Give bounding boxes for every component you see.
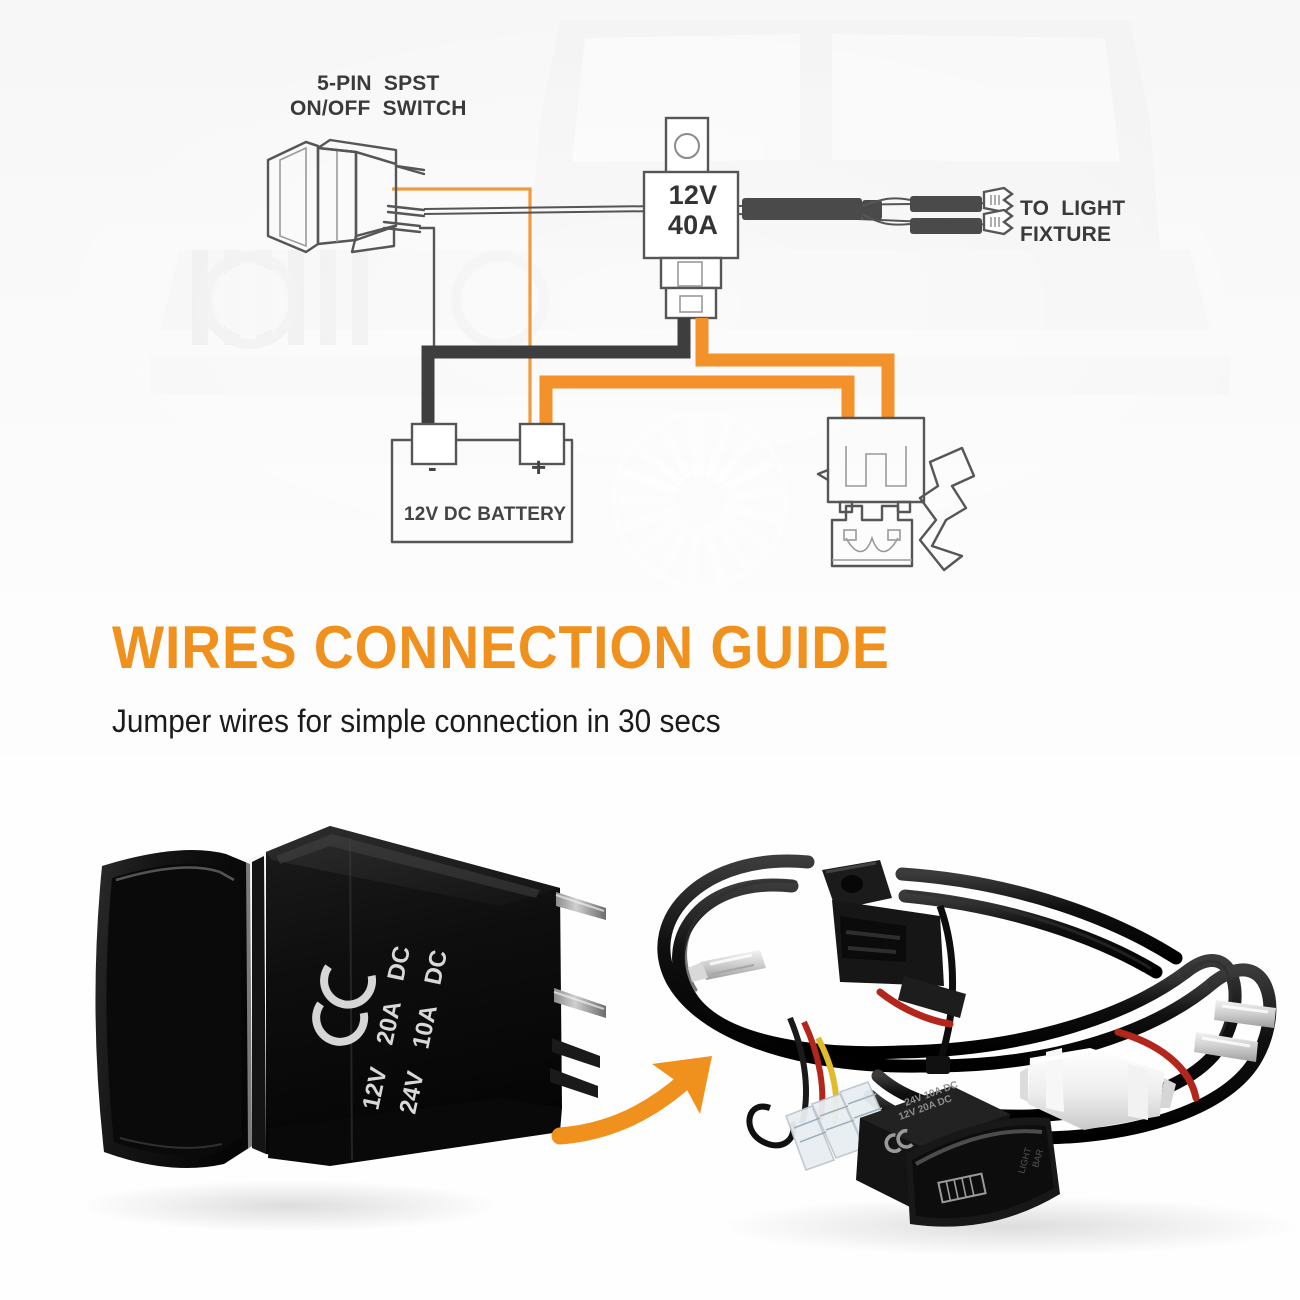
switch-to-relay-wire-pair: [423, 205, 661, 215]
fuse-holder-illustration: [816, 416, 976, 572]
relay-illustration: [642, 116, 740, 320]
relay-ground-bus-wire: [421, 318, 691, 440]
product-photos-svg: 12V 20A DC 24V 10A DC: [0, 756, 1300, 1300]
switch-terminal-pins: [550, 892, 606, 1098]
relay-to-light-output-cable: [737, 186, 1014, 236]
page-title: WIRES CONNECTION GUIDE: [112, 614, 890, 681]
harness-ce-mark: [884, 1128, 914, 1153]
headline-block: WIRES CONNECTION GUIDE Jumper wires for …: [112, 616, 1012, 740]
relay-photo: [822, 860, 966, 1018]
white-fuse-connector: [1020, 1048, 1176, 1130]
rocker-switch-illustration: [266, 138, 426, 254]
cable-tie: [926, 904, 957, 1074]
battery-positive-label: +: [531, 452, 547, 482]
battery-negative-label: -: [428, 452, 437, 482]
red-wire: [876, 988, 1200, 1102]
spade-terminals-left: [688, 950, 766, 982]
wiring-harness-product-photo: 12V 20A DC 24V 10A DC: [657, 854, 1300, 1256]
vehicle-watermark-background: [0, 0, 1300, 610]
switch-to-battery-positive-wire: [392, 187, 532, 440]
rocker-switch-product-photo: 12V 20A DC 24V 10A DC: [80, 826, 606, 1232]
page-subtitle: Jumper wires for simple connection in 30…: [112, 703, 721, 739]
wiring-diagram-panel: .ln{fill:none;stroke:#565656;stroke-widt…: [0, 0, 1300, 610]
light-bar-icon: [937, 1172, 987, 1204]
switch-to-battery-negative-wire: [418, 226, 436, 357]
blade-fuse: [830, 504, 914, 568]
battery-label: 12V DC BATTERY: [404, 504, 567, 525]
battery-illustration: [390, 422, 574, 544]
relay-power-to-fuse-wire: [695, 318, 895, 418]
product-photo-area: 12V 20A DC 24V 10A DC: [0, 756, 1300, 1300]
fuse-to-battery-positive-wire: [539, 375, 855, 440]
curved-arrow-icon: [551, 1056, 712, 1145]
ce-mark: [312, 964, 377, 1046]
spade-terminals-right: [1194, 1000, 1276, 1062]
wiring-diagram-svg: .ln{fill:none;stroke:#565656;stroke-widt…: [266, 116, 1014, 572]
